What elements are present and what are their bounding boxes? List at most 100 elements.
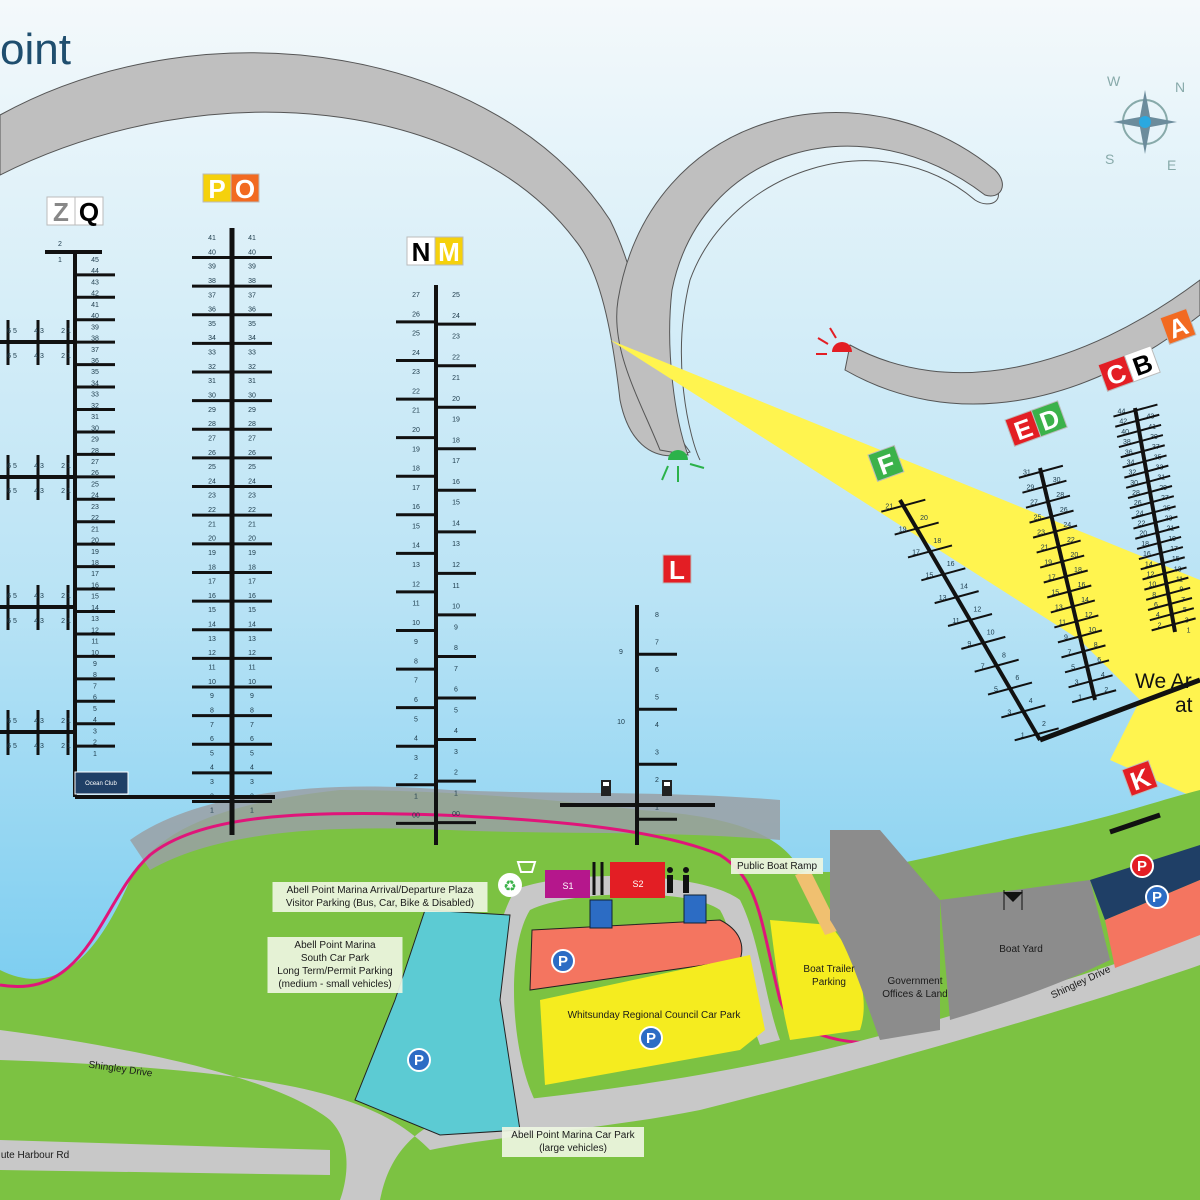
berth-number: 2 1 (61, 488, 71, 495)
finger-pier (1047, 584, 1092, 599)
large-vehicle-car-park-label: Abell Point Marina Car Park(large vehicl… (502, 1127, 644, 1157)
finger-pier (1151, 617, 1196, 632)
berth-number: 33 (91, 392, 99, 399)
compass-n: N (1175, 79, 1185, 95)
finger-pier (1149, 607, 1195, 622)
berth-number: 14 (208, 622, 216, 629)
label-boat-ramp: Public Boat Ramp (737, 861, 817, 872)
berth-number: 10 (412, 620, 420, 627)
parking-icon: P (551, 949, 575, 973)
berth-number: 28 (208, 421, 216, 428)
finger-pier (1129, 495, 1175, 510)
berth-number: 21 (452, 375, 460, 382)
compass-w: W (1107, 73, 1121, 89)
berth-number: 12 (452, 562, 460, 569)
berth-number: 21 (885, 504, 893, 511)
berth-number: 2 (454, 770, 458, 777)
berth-number: 26 (208, 450, 216, 457)
berth-number: 18 (933, 538, 941, 545)
berth-number: 2 1 (61, 463, 71, 470)
berth-number: 3 (93, 728, 97, 735)
berth-number: 7 (210, 722, 214, 729)
finger-pier (1142, 566, 1187, 581)
berth-number: 26 (91, 470, 99, 477)
berth-number: 27 (248, 435, 256, 442)
berth-number: 41 (91, 302, 99, 309)
pier-letter-n: N (412, 237, 431, 267)
berth-number: 8 (1002, 652, 1006, 659)
berth-number: 20 (920, 515, 928, 522)
parking-symbol: P (1152, 889, 1162, 906)
berth-number: 37 (248, 292, 256, 299)
pier-badge-k: K (1121, 759, 1159, 797)
berth-number: 4 (93, 717, 97, 724)
ocean-club[interactable] (74, 771, 129, 795)
berth-number: 28 (1056, 492, 1064, 499)
finger-pier (961, 635, 1006, 650)
berth-number: 12 (412, 581, 420, 588)
label-south-carpark-1: Abell Point Marina (294, 940, 376, 951)
finger-pier (1147, 597, 1193, 611)
berth-number: 20 (412, 427, 420, 434)
berth-number: 8 (210, 707, 214, 714)
label-gov-2: Offices & Land (882, 989, 947, 1000)
berth-number: 22 (412, 388, 420, 395)
berth-number: 31 (1023, 470, 1031, 477)
berth-number: 8 (655, 612, 659, 619)
north-breakwater-fill (0, 52, 681, 457)
pier-letter-p: P (208, 174, 225, 204)
berth-number: 15 (1051, 589, 1059, 596)
berth-number: 8 (1152, 592, 1156, 599)
berth-number: 23 (208, 493, 216, 500)
berth-number: 3 (454, 749, 458, 756)
pier-badge-l: L (662, 554, 692, 585)
berth-number: 14 (452, 520, 460, 527)
pier-po: 4140393837363534333231302928272625242322… (192, 228, 272, 835)
berth-number: 2 1 (61, 618, 71, 625)
berth-number: 17 (412, 485, 420, 492)
berth-number: 4 (454, 728, 458, 735)
berth-number: 22 (1138, 521, 1146, 528)
berth-number: 10 (452, 604, 460, 611)
berth-number: 4 3 (34, 488, 44, 495)
berth-number: 44 (1118, 409, 1126, 416)
pier-cb: 4443424140393837363534333231302928272625… (1113, 403, 1196, 634)
berth-number: 19 (452, 417, 460, 424)
building-s2 (610, 862, 665, 898)
finger-pier (1025, 494, 1071, 509)
boat-yard (940, 880, 1110, 1020)
berth-number: 1 (250, 808, 254, 815)
berth-number: 34 (208, 335, 216, 342)
berth-number: 28 (248, 421, 256, 428)
berth-number: 23 (452, 334, 460, 341)
label-south-carpark-4: (medium - small vehicles) (278, 979, 391, 990)
berth-number: 36 (248, 307, 256, 314)
berth-number: 9 (250, 693, 254, 700)
pier-badge-cb: CB (1097, 345, 1161, 392)
building-s1-label: S1 (562, 881, 573, 891)
parking-symbol: P (1137, 858, 1147, 875)
callout-text-2: at (1175, 694, 1193, 717)
berth-number: 23 (248, 493, 256, 500)
berth-number: 29 (91, 437, 99, 444)
berth-number: 29 (208, 407, 216, 414)
pier-k (1109, 812, 1161, 835)
berth-number: 6 5 (7, 488, 17, 495)
berth-number: 5 (994, 687, 998, 694)
finger-pier (881, 498, 926, 513)
berth-number: 4 (250, 765, 254, 772)
finger-pier (987, 681, 1033, 696)
berth-number: 33 (248, 350, 256, 357)
berth-number: 6 5 (7, 743, 17, 750)
finger-pier (907, 544, 953, 559)
berth-number: 10 (987, 629, 995, 636)
label-gov-1: Government (887, 976, 942, 987)
berth-number: 45 (91, 257, 99, 264)
label-large-carpark-2: (large vehicles) (539, 1143, 607, 1154)
berth-number: 20 (1071, 552, 1079, 559)
finger-pier (1054, 614, 1099, 629)
berth-number: 41 (248, 235, 256, 242)
berth-number: 35 (208, 321, 216, 328)
